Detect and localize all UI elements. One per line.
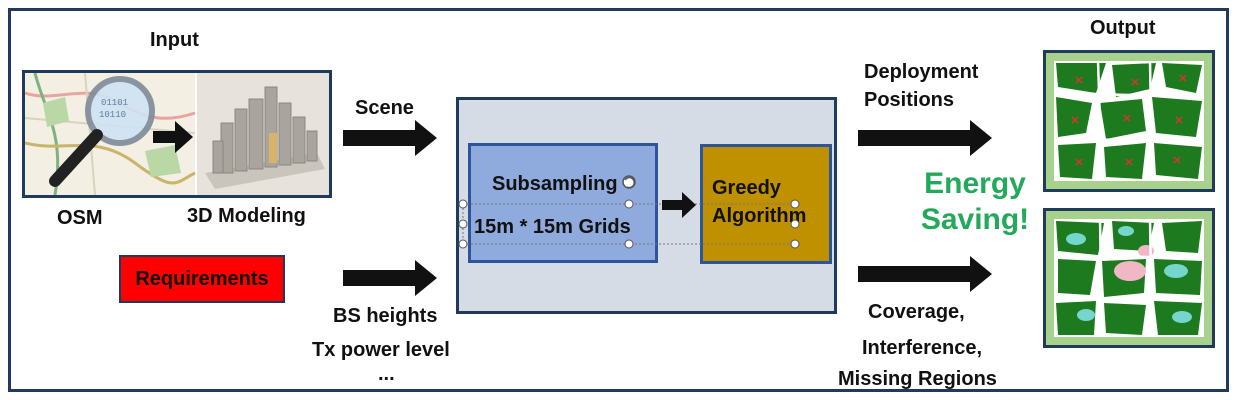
osm-label: OSM xyxy=(57,207,103,229)
greedy-label-line1: Greedy xyxy=(712,177,781,199)
svg-text:10110: 10110 xyxy=(99,110,126,120)
coverage-arrow-icon xyxy=(858,256,992,292)
greedy-algorithm-box xyxy=(700,144,832,264)
deployment-label-line2: Positions xyxy=(864,89,955,111)
inner-arrow-icon xyxy=(662,192,696,218)
input-images-box: 01101 10110 xyxy=(22,70,332,198)
svg-text:01101: 01101 xyxy=(101,98,128,108)
deployment-map-thumbnail xyxy=(1043,50,1215,192)
subsampling-label: Subsampling xyxy=(492,173,618,195)
grids-label: 15m * 15m Grids xyxy=(474,216,631,238)
bs-heights-label: BS heights xyxy=(333,305,438,327)
outer-frame xyxy=(8,8,1229,392)
requirements-arrow-icon xyxy=(343,260,437,296)
input-title: Input xyxy=(150,29,199,51)
requirements-box: Requirements xyxy=(119,255,285,303)
osm-map-icon: 01101 10110 xyxy=(25,73,329,195)
ellipsis-label: ... xyxy=(378,363,395,385)
coverage-label-line3: Missing Regions xyxy=(838,368,997,390)
greedy-label-line2: Algorithm xyxy=(712,205,807,227)
coverage-map-image xyxy=(1054,218,1204,338)
tx-power-label: Tx power level xyxy=(312,339,450,361)
modeling-label: 3D Modeling xyxy=(187,205,306,227)
magnifier-icon: 01101 10110 xyxy=(49,76,155,187)
energy-label-line2: Saving! xyxy=(920,203,1030,236)
energy-saving-text: Energy Saving! xyxy=(905,166,1045,238)
coverage-map-thumbnail xyxy=(1043,208,1215,348)
output-title: Output xyxy=(1090,17,1156,39)
deployment-label-line1: Deployment xyxy=(864,61,979,83)
deployment-map-image xyxy=(1053,60,1205,182)
energy-label-line1: Energy xyxy=(924,167,1026,200)
coverage-label-line2: Interference, xyxy=(862,337,983,359)
coverage-label-line1: Coverage, xyxy=(868,301,965,323)
requirements-label: Requirements xyxy=(135,267,269,290)
scene-label: Scene xyxy=(355,97,414,119)
selection-handles-overlay xyxy=(458,175,800,249)
deployment-arrow-icon xyxy=(858,120,992,156)
scene-arrow-icon xyxy=(343,120,437,156)
